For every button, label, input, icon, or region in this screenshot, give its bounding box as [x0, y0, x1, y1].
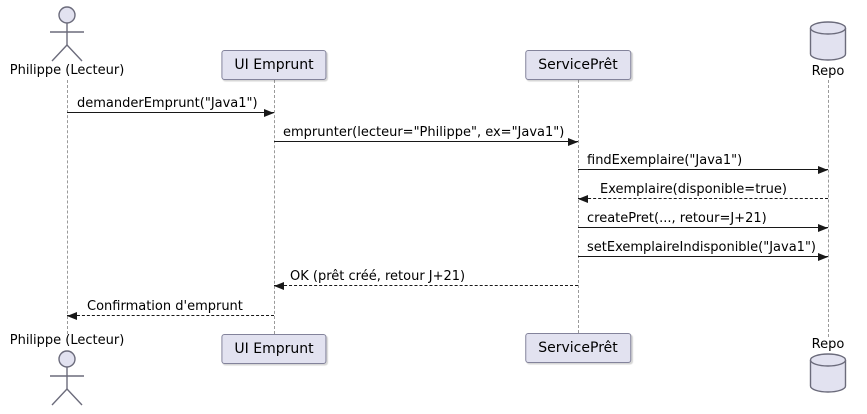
- arrowhead-icon: [578, 195, 588, 203]
- lifeline-repo: [828, 80, 829, 337]
- message-emprunter: emprunter(lecteur="Philippe", ex="Java1"…: [274, 125, 578, 146]
- participant-servicepret-top: ServicePrêt: [525, 50, 631, 80]
- message-ok-pret-cree: OK (prêt créé, retour J+21): [274, 269, 578, 290]
- actor-icon: [50, 6, 84, 62]
- message-line: [578, 256, 828, 257]
- message-line: [578, 227, 828, 228]
- message-label: Confirmation d'emprunt: [87, 299, 243, 314]
- arrowhead-icon: [274, 282, 284, 290]
- message-label: setExemplaireIndisponible("Java1"): [587, 240, 816, 255]
- arrowhead-icon: [818, 253, 828, 261]
- message-line: [67, 112, 274, 113]
- message-line: [578, 169, 828, 170]
- message-exemplaire-disponible: Exemplaire(disponible=true): [578, 182, 828, 203]
- arrowhead-icon: [818, 166, 828, 174]
- message-label: Exemplaire(disponible=true): [600, 182, 787, 197]
- message-confirmation-emprunt: Confirmation d'emprunt: [67, 299, 274, 320]
- actor-icon: [50, 350, 84, 406]
- actor-philippe-bottom: [45, 349, 89, 411]
- message-line: [274, 141, 578, 142]
- lifeline-ui-emprunt: [274, 80, 275, 334]
- actor-label-philippe-bottom: Philippe (Lecteur): [9, 333, 125, 348]
- actor-philippe-top: [45, 5, 89, 67]
- message-label: demanderEmprunt("Java1"): [77, 96, 258, 111]
- participant-ui-emprunt-top: UI Emprunt: [221, 50, 327, 80]
- database-icon: [809, 353, 847, 393]
- database-repo-top: [808, 20, 848, 66]
- lifeline-servicepret: [578, 80, 579, 333]
- message-set-exemplaire-indisponible: setExemplaireIndisponible("Java1"): [578, 240, 828, 261]
- arrowhead-icon: [67, 312, 77, 320]
- lifeline-philippe: [67, 80, 68, 334]
- message-label: createPret(..., retour=J+21): [587, 211, 767, 226]
- arrowhead-icon: [264, 109, 274, 117]
- message-label: OK (prêt créé, retour J+21): [290, 269, 466, 284]
- participant-servicepret-bottom: ServicePrêt: [525, 333, 631, 363]
- message-demander-emprunt: demanderEmprunt("Java1"): [67, 96, 274, 117]
- participant-ui-emprunt-bottom: UI Emprunt: [221, 334, 327, 364]
- database-label-repo-top: Repo: [811, 64, 845, 79]
- database-repo-bottom: [808, 352, 848, 398]
- arrowhead-icon: [818, 224, 828, 232]
- message-line: [578, 198, 828, 199]
- message-line: [67, 315, 274, 316]
- message-find-exemplaire: findExemplaire("Java1"): [578, 153, 828, 174]
- message-line: [274, 285, 578, 286]
- database-icon: [809, 21, 847, 61]
- message-create-pret: createPret(..., retour=J+21): [578, 211, 828, 232]
- actor-label-philippe-top: Philippe (Lecteur): [9, 63, 125, 78]
- database-label-repo-bottom: Repo: [811, 337, 845, 352]
- message-label: emprunter(lecteur="Philippe", ex="Java1"…: [283, 125, 565, 140]
- arrowhead-icon: [568, 138, 578, 146]
- message-label: findExemplaire("Java1"): [587, 153, 743, 168]
